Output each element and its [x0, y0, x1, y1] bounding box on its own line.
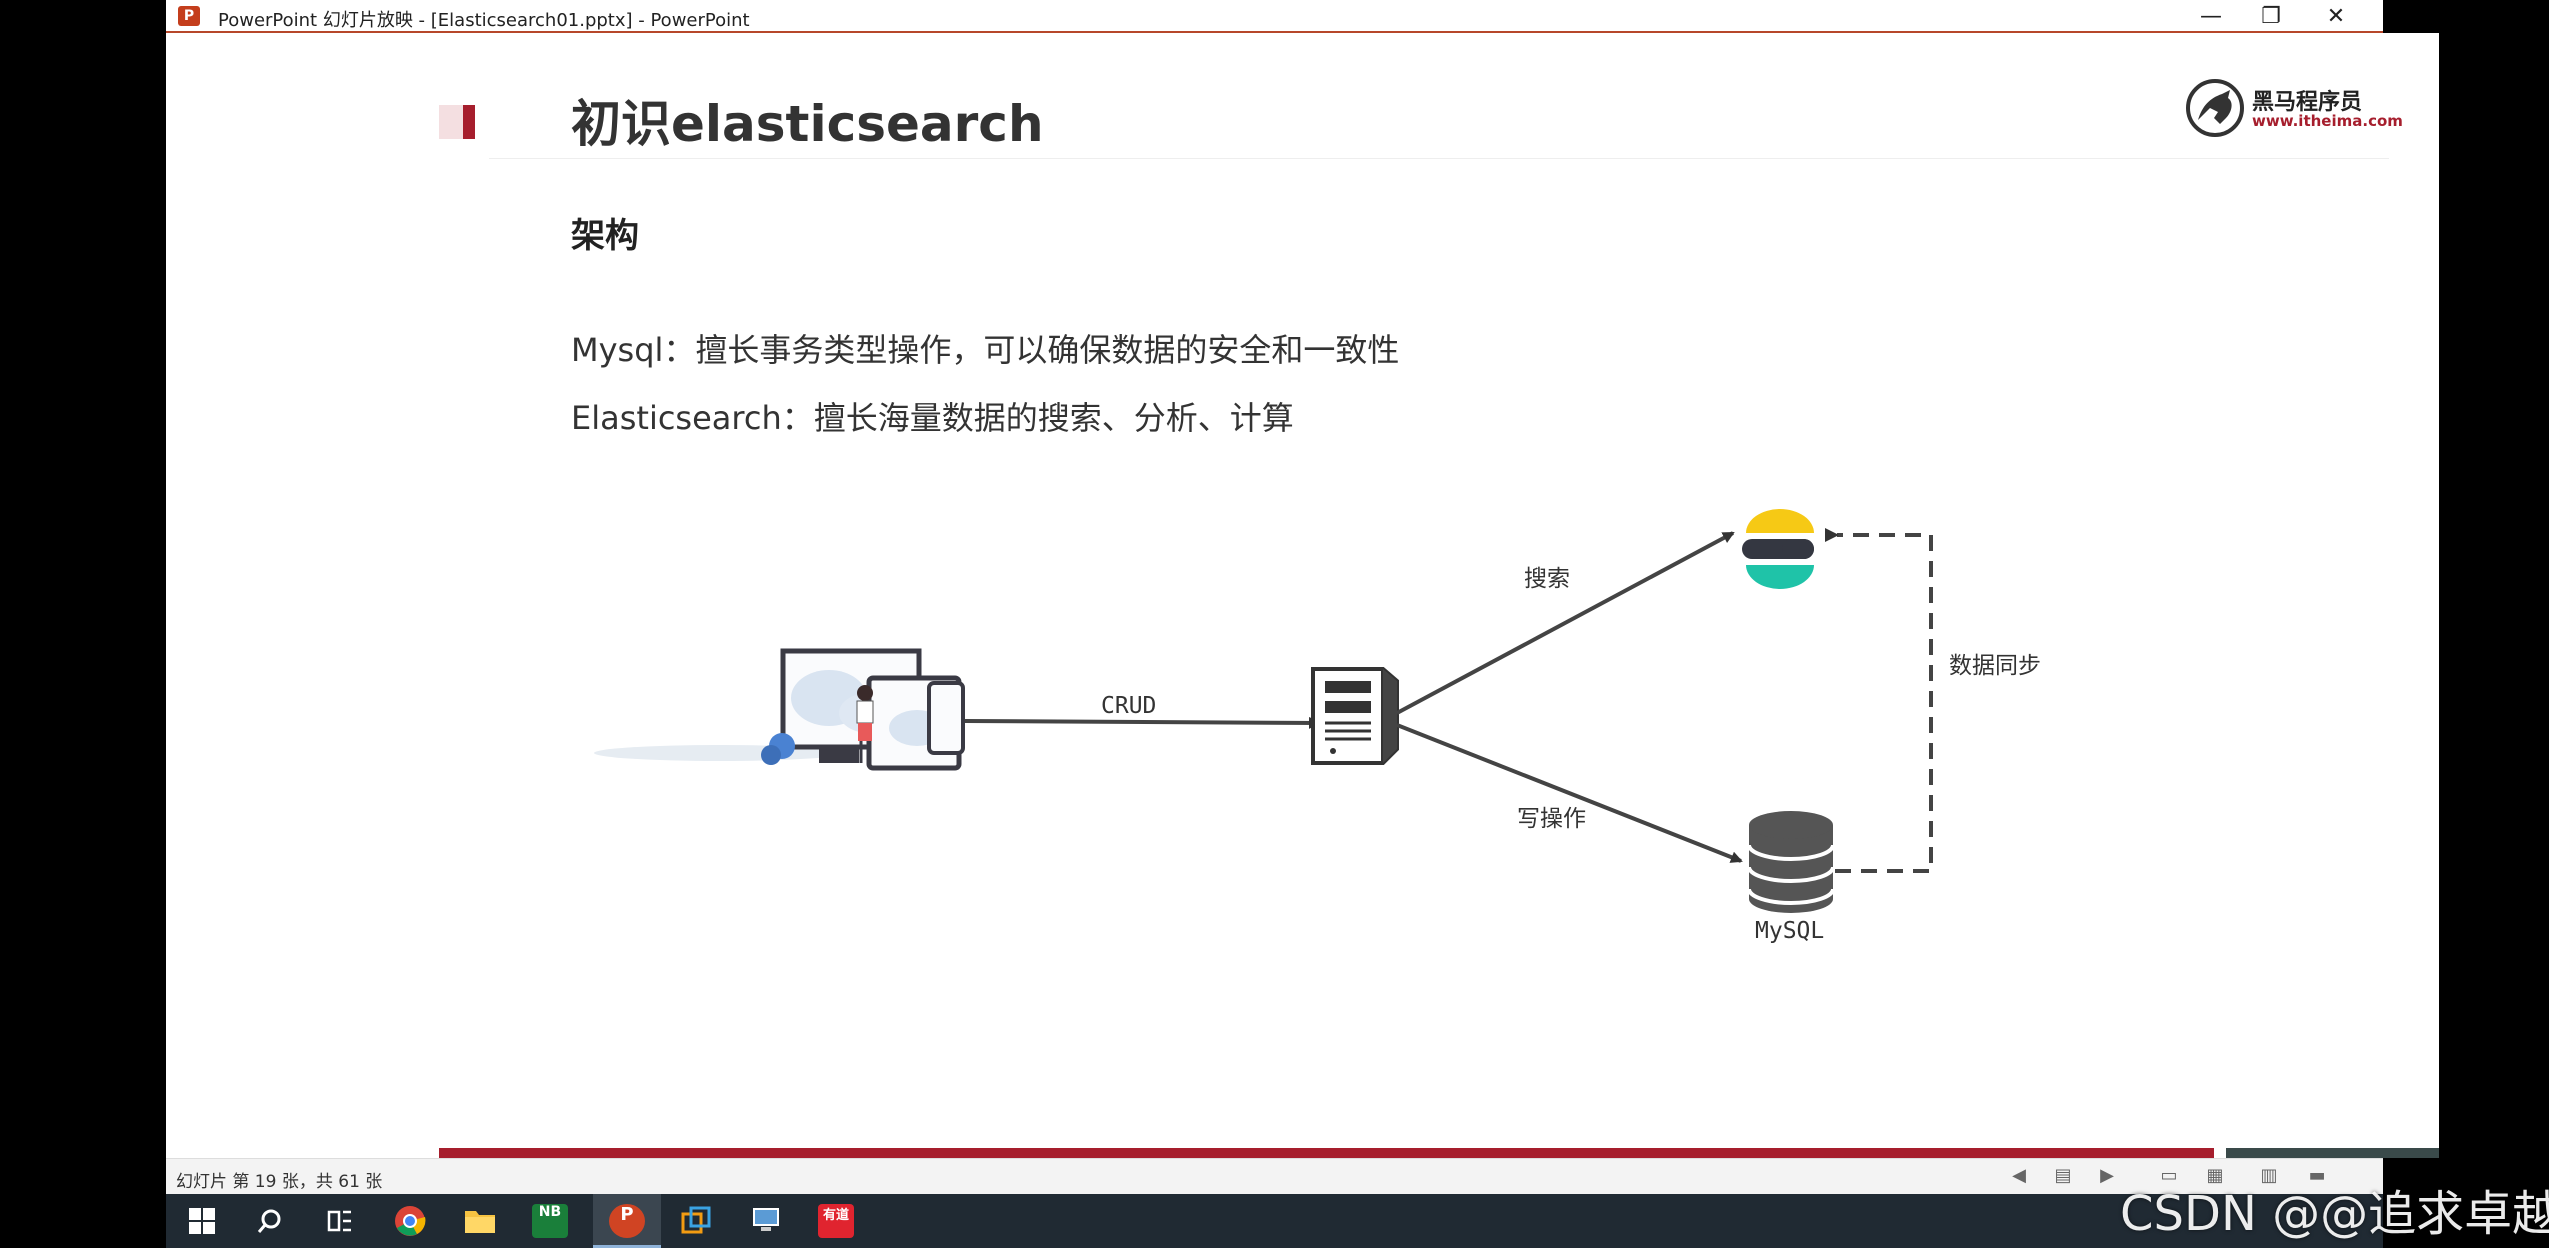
powerpoint-window: P PowerPoint 幻灯片放映 - [Elasticsearch01.pp… [166, 0, 2439, 1194]
window-title: PowerPoint 幻灯片放映 - [Elasticsearch01.pptx… [218, 10, 750, 31]
minimize-button[interactable]: — [2200, 4, 2222, 29]
crud-label: CRUD [1101, 693, 1156, 719]
server-icon [1311, 667, 1399, 765]
powerpoint-app-icon: P [178, 6, 200, 26]
text-line-mysql: Mysql：擅长事务类型操作，可以确保数据的安全和一致性 [571, 331, 1400, 369]
logo-name: 黑马程序员 [2252, 90, 2363, 115]
mysql-label: MySQL [1755, 918, 1824, 944]
search-icon[interactable] [252, 1204, 288, 1238]
title-accent-light [439, 105, 463, 139]
horse-logo-icon [2186, 79, 2244, 137]
data-sync-path [1825, 528, 1933, 873]
search-arrow [1396, 531, 1735, 715]
mysql-database-icon [1747, 811, 1835, 913]
restore-button[interactable]: ❐ [2261, 4, 2281, 29]
start-icon[interactable] [184, 1204, 220, 1238]
active-app-underline [593, 1245, 661, 1248]
previous-slide-icon[interactable]: ◀ [2012, 1165, 2026, 1186]
client-devices-icon [594, 648, 965, 771]
file-explorer-icon[interactable] [462, 1204, 498, 1238]
slide-canvas[interactable]: 初识elasticsearch 黑马程序员 www.itheima.com 架构… [439, 33, 2439, 1158]
title-bar[interactable]: P PowerPoint 幻灯片放映 - [Elasticsearch01.pp… [166, 0, 2383, 33]
normal-view-icon[interactable]: ▭ [2160, 1165, 2178, 1186]
close-button[interactable]: ✕ [2326, 4, 2346, 29]
vmware-icon[interactable] [678, 1204, 714, 1238]
logo-url: www.itheima.com [2252, 112, 2403, 130]
slide-footer-red-bar [439, 1148, 2214, 1158]
chrome-icon[interactable] [392, 1204, 428, 1238]
powerpoint-icon[interactable]: P [609, 1204, 645, 1238]
slide-footer-dark-bar [2226, 1148, 2439, 1158]
section-heading: 架构 [571, 216, 639, 256]
architecture-diagram: CRUD 搜索 写操作 [594, 509, 2041, 944]
csdn-watermark: CSDN @@追求卓越 [2120, 1186, 2549, 1242]
slide-title: 初识elasticsearch [571, 95, 1044, 153]
data-sync-label: 数据同步 [1949, 653, 2041, 679]
next-slide-icon[interactable]: ▶ [2100, 1165, 2114, 1186]
slideshow-view-icon[interactable]: ▬ [2308, 1165, 2326, 1186]
title-accent-bar [463, 105, 475, 139]
slide-counter: 幻灯片 第 19 张，共 61 张 [176, 1172, 383, 1192]
onenote-icon[interactable]: NB [532, 1204, 568, 1238]
title-divider [489, 158, 2389, 159]
crud-arrow [964, 716, 1321, 729]
youdao-icon[interactable]: 有道 [818, 1204, 854, 1238]
write-arrow [1396, 723, 1743, 863]
remote-desktop-icon[interactable] [748, 1204, 784, 1238]
task-view-icon[interactable] [322, 1204, 358, 1238]
search-label: 搜索 [1524, 566, 1570, 592]
status-bar: 幻灯片 第 19 张，共 61 张 ◀ ▤ ▶ ▭ ▦ ▥ ▬ [166, 1158, 2383, 1194]
write-label: 写操作 [1517, 806, 1586, 832]
text-line-elasticsearch: Elasticsearch：擅长海量数据的搜索、分析、计算 [571, 399, 1294, 437]
slide-menu-icon[interactable]: ▤ [2054, 1165, 2072, 1186]
reading-view-icon[interactable]: ▥ [2260, 1165, 2278, 1186]
itheima-logo: 黑马程序员 www.itheima.com [2184, 78, 2403, 138]
slide-sorter-icon[interactable]: ▦ [2206, 1165, 2224, 1186]
windows-taskbar: NB P 有道 [166, 1194, 2383, 1248]
elasticsearch-icon [1742, 509, 1814, 589]
